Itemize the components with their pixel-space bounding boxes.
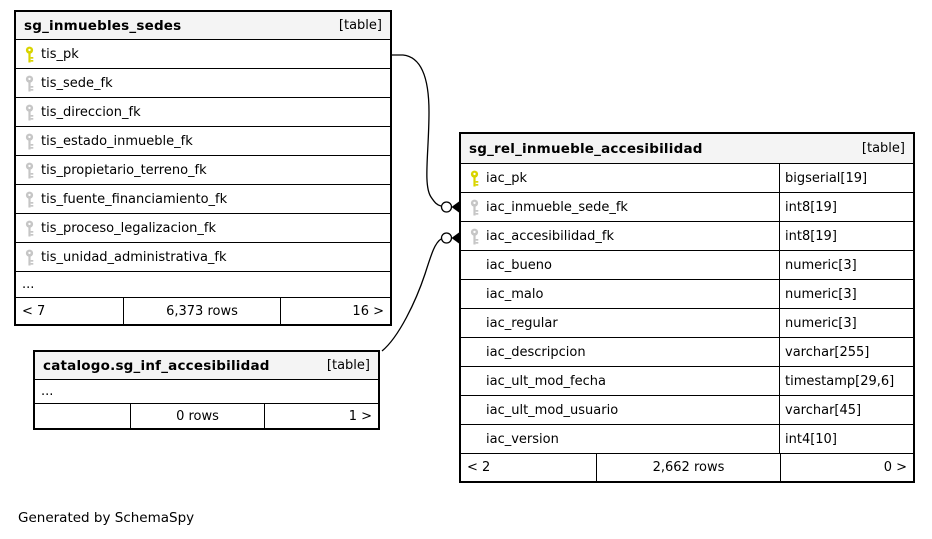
column-name: iac_ult_mod_fecha [486,373,606,389]
column-type: numeric[3] [779,309,913,337]
foreign-key-icon [464,199,484,216]
primary-key-icon [19,46,39,63]
column-row[interactable]: iac_malo numeric[3] [461,280,913,309]
relationship-line-inmueble-sede [392,54,442,207]
foreign-key-icon [19,162,39,179]
table-footer: < 7 6,373 rows 16 > [16,298,390,324]
column-type: numeric[3] [779,280,913,308]
elided-columns-row: ... [35,380,378,404]
column-name: iac_ult_mod_usuario [486,402,619,418]
child-count: 0 > [883,460,907,475]
column-name: tis_sede_fk [41,75,113,91]
column-row[interactable]: iac_inmueble_sede_fk int8[19] [461,193,913,222]
table-header[interactable]: sg_rel_inmueble_accesibilidad [table] [461,134,913,164]
child-count: 1 > [348,408,372,424]
column-row[interactable]: tis_unidad_administrativa_fk [16,243,390,272]
column-row[interactable]: iac_ult_mod_fecha timestamp[29,6] [461,367,913,396]
column-name: iac_pk [486,170,528,186]
parent-count: < 2 [467,460,491,475]
generated-by-note: Generated by SchemaSpy [18,510,195,526]
arrowhead-icon [451,232,459,244]
column-name: iac_descripcion [486,344,586,360]
column-type: timestamp[29,6] [779,367,913,395]
column-name: tis_estado_inmueble_fk [41,133,193,149]
column-row[interactable]: iac_ult_mod_usuario varchar[45] [461,396,913,425]
column-type: bigserial[19] [779,164,913,192]
table-title[interactable]: catalogo.sg_inf_accesibilidad [43,357,270,374]
row-count: 0 rows [130,404,265,428]
column-name: tis_pk [41,46,79,62]
column-type: int4[10] [779,425,913,453]
table-footer: < 2 2,662 rows 0 > [461,454,913,481]
column-name: iac_malo [486,286,544,302]
column-name: tis_propietario_terreno_fk [41,162,207,178]
column-type: int8[19] [779,222,913,250]
column-name: tis_unidad_administrativa_fk [41,249,227,265]
table-type-badge: [table] [326,358,370,373]
foreign-key-icon [19,104,39,121]
column-row[interactable]: tis_pk [16,40,390,69]
table-catalogo-sg_inf_accesibilidad: catalogo.sg_inf_accesibilidad [table] ..… [33,350,380,430]
foreign-key-icon [19,220,39,237]
foreign-key-icon [19,249,39,266]
column-name: iac_accesibilidad_fk [486,228,615,244]
column-name: iac_bueno [486,257,552,273]
table-type-badge: [table] [861,141,905,156]
elided-columns-row: ... [16,272,390,298]
row-count: 2,662 rows [596,454,781,481]
column-row[interactable]: iac_bueno numeric[3] [461,251,913,280]
table-footer: 0 rows 1 > [35,404,378,428]
column-name: iac_regular [486,315,558,331]
column-name: tis_fuente_financiamiento_fk [41,191,228,207]
table-sg_rel_inmueble_accesibilidad: sg_rel_inmueble_accesibilidad [table] ia… [459,132,915,483]
parent-count: < 7 [22,303,46,319]
column-row[interactable]: tis_propietario_terreno_fk [16,156,390,185]
column-name: iac_inmueble_sede_fk [486,199,628,215]
column-type: int8[19] [779,193,913,221]
column-row[interactable]: iac_accesibilidad_fk int8[19] [461,222,913,251]
zero-or-one-connector-icon [440,232,453,244]
column-name: tis_direccion_fk [41,104,141,120]
column-row[interactable]: tis_estado_inmueble_fk [16,127,390,156]
foreign-key-icon [464,228,484,245]
column-row[interactable]: iac_regular numeric[3] [461,309,913,338]
table-sg_inmuebles_sedes: sg_inmuebles_sedes [table] tis_pk tis_se… [14,10,392,326]
column-name: tis_proceso_legalizacion_fk [41,220,217,236]
table-header[interactable]: catalogo.sg_inf_accesibilidad [table] [35,352,378,380]
foreign-key-icon [19,75,39,92]
arrowhead-icon [451,201,459,213]
column-row[interactable]: tis_fuente_financiamiento_fk [16,185,390,214]
zero-or-one-connector-icon [440,201,453,213]
column-row[interactable]: iac_descripcion varchar[255] [461,338,913,367]
table-header[interactable]: sg_inmuebles_sedes [table] [16,12,390,40]
foreign-key-icon [19,191,39,208]
table-title[interactable]: sg_inmuebles_sedes [24,17,182,34]
column-row[interactable]: iac_version int4[10] [461,425,913,454]
table-type-badge: [table] [338,18,382,33]
column-type: varchar[255] [779,338,913,366]
column-row[interactable]: tis_proceso_legalizacion_fk [16,214,390,243]
column-type: numeric[3] [779,251,913,279]
table-title[interactable]: sg_rel_inmueble_accesibilidad [469,140,703,157]
column-row[interactable]: tis_sede_fk [16,69,390,98]
child-count: 16 > [352,303,384,319]
column-row[interactable]: tis_direccion_fk [16,98,390,127]
column-row[interactable]: iac_pk bigserial[19] [461,164,913,193]
primary-key-icon [464,170,484,187]
foreign-key-icon [19,133,39,150]
column-type: varchar[45] [779,396,913,424]
parent-count [35,404,130,428]
column-name: iac_version [486,431,559,447]
row-count: 6,373 rows [123,298,281,324]
